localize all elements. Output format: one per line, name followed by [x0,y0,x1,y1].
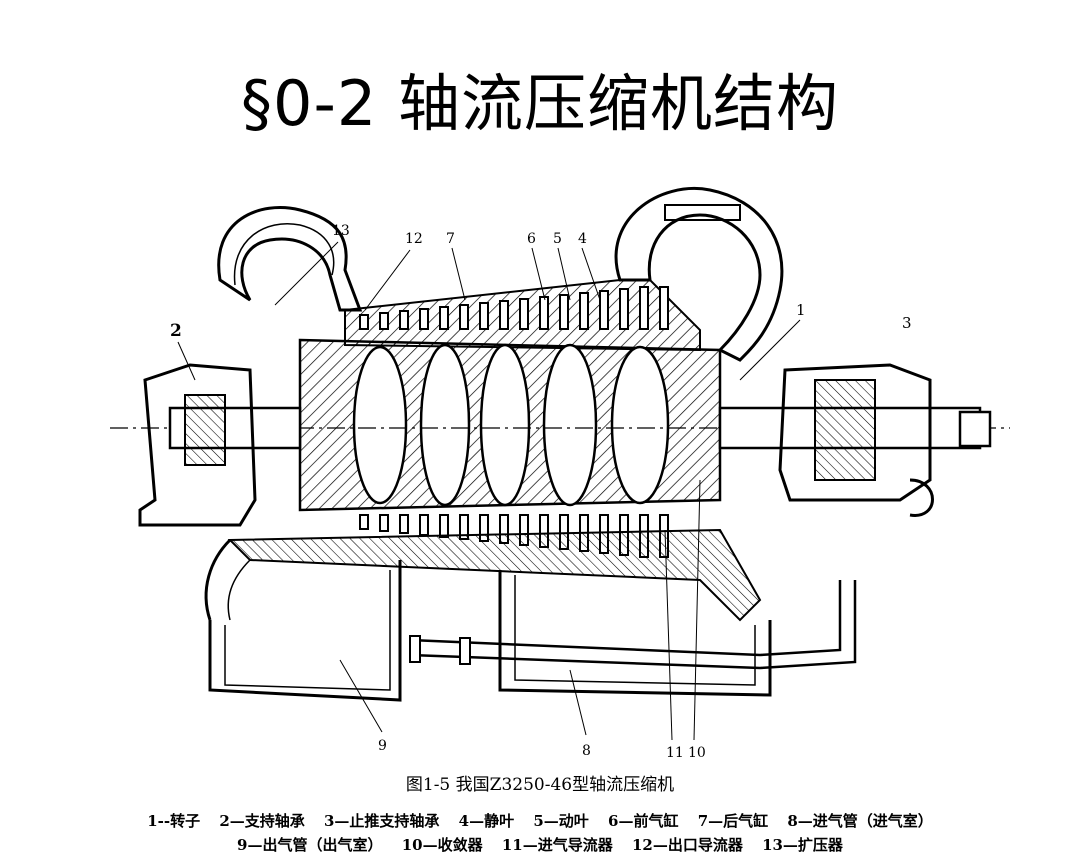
callout-6: 6 [527,231,536,247]
legend-item: 12—出口导流器 [631,836,743,854]
callout-1: 1 [796,301,806,319]
outlet-chamber-9 [208,560,402,702]
callout-2: 2 [170,321,182,341]
callout-12: 12 [405,231,423,247]
legend-item: 9—出气管（出气室） [237,836,383,854]
page-title: §0-2 轴流压缩机结构 [241,67,839,140]
callout-5: 5 [553,231,562,247]
support-bearing-housing [138,363,257,527]
legend-item: 13—扩压器 [762,836,843,854]
callout-13: 13 [332,223,350,239]
legend-item: 7—后气缸 [697,812,769,830]
legend-item: 6—前气缸 [608,812,679,830]
compressor-cross-section-drawing: 1 2 3 4 5 6 7 8 9 10 11 12 13 [100,180,1020,761]
callout-9: 9 [378,738,387,754]
legend-item: 5—动叶 [533,812,589,830]
compressor-drawing-svg: 1 2 3 4 5 6 7 8 9 10 11 12 13 [110,187,1010,761]
inlet-chamber-8 [498,570,772,697]
blade-rows-upper [359,286,669,330]
legend-item: 1--转子 [147,812,201,830]
callout-7: 7 [446,231,455,247]
legend-item: 10—收敛器 [401,836,483,854]
legend-item: 2—支持轴承 [219,812,305,830]
lower-casing-wall [227,528,762,622]
callout-10: 10 [688,745,706,760]
legend-item: 11—进气导流器 [501,836,613,854]
legend-line-2: 9—出气管（出气室） 10—收敛器 11—进气导流器 12—出口导流器 13—扩… [40,834,1040,855]
legend-item: 4—静叶 [458,812,515,830]
thrust-bearing-housing [778,363,932,502]
callout-3: 3 [902,314,912,332]
legend-item: 3—止推支持轴承 [323,812,440,830]
oil-pipe [409,580,842,657]
figure-caption: 图1-5 我国Z3250-46型轴流压缩机 [405,775,675,795]
legend-item: 8—进气管（进气室） [787,812,933,830]
inlet-volute-casing [614,187,784,362]
callout-8: 8 [582,743,591,759]
callout-4: 4 [578,231,587,247]
callout-11: 11 [666,745,684,760]
legend-line-1: 1--转子 2—支持轴承 3—止推支持轴承 4—静叶 5—动叶 6—前气缸 7—… [40,810,1040,831]
outlet-volute-casing [217,206,363,312]
